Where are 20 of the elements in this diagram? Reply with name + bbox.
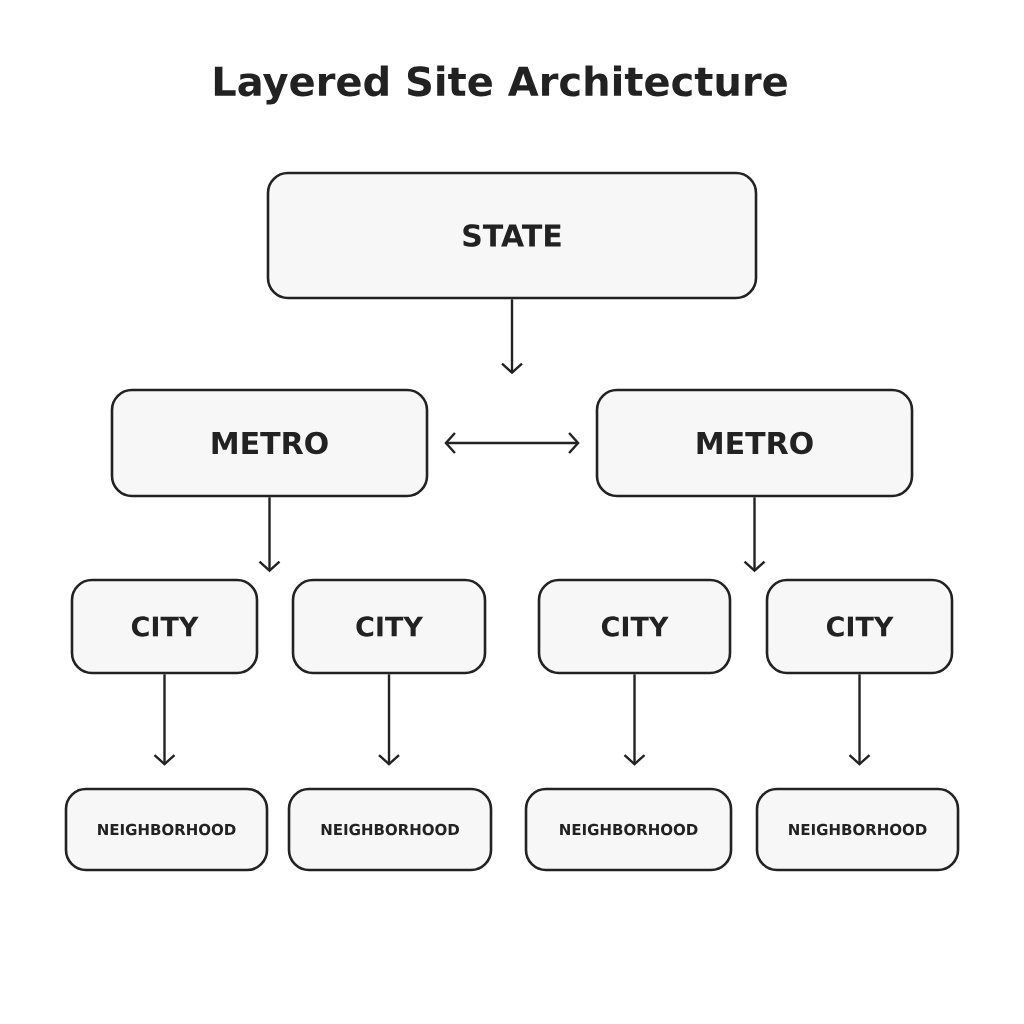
neighborhood-box: NEIGHBORHOOD <box>524 787 733 872</box>
level-box: CITY <box>765 578 954 675</box>
level-box: METRO <box>110 388 429 498</box>
title: Layered Site Architecture <box>214 65 787 105</box>
arrow <box>258 497 281 573</box>
level-box: METRO <box>595 388 914 498</box>
state-box: STATE <box>266 171 758 300</box>
neighborhood-box: NEIGHBORHOOD <box>287 787 493 872</box>
level-box: CITY <box>70 578 259 675</box>
level-box: CITY <box>537 578 732 675</box>
arrow <box>153 674 176 766</box>
arrow <box>848 674 871 766</box>
neighborhood-box: NEIGHBORHOOD <box>755 787 960 872</box>
arrow <box>444 432 580 454</box>
neighborhood-box: NEIGHBORHOOD <box>64 787 269 872</box>
arrow <box>743 497 766 573</box>
level-box: CITY <box>291 578 487 675</box>
arrow <box>501 299 523 375</box>
arrow <box>378 674 400 766</box>
arrow <box>623 674 646 766</box>
